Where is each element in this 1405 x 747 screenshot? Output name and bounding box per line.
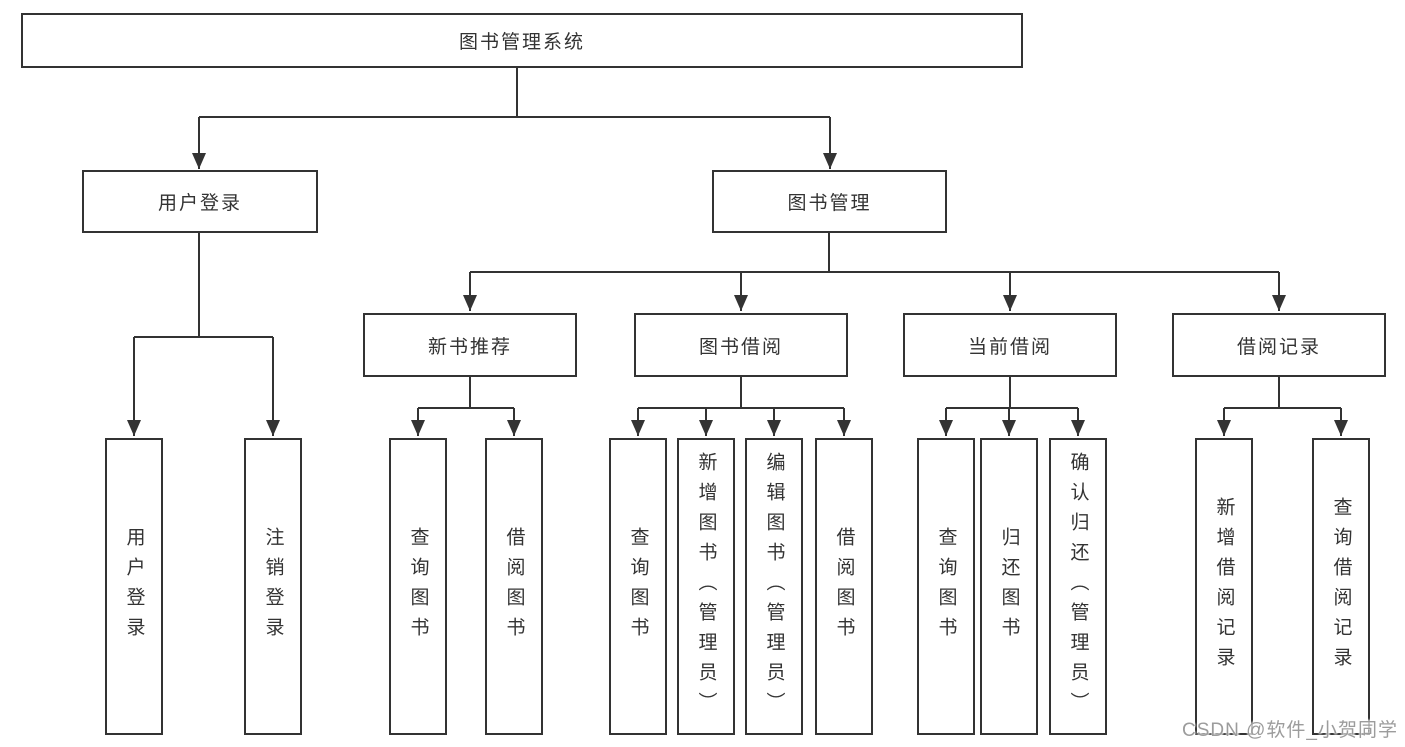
node-user-login: 用户登录 (82, 170, 318, 233)
node-book-borrow: 图书借阅 (634, 313, 848, 377)
leaf-edit-book-admin: 编辑图书（管理员） (745, 438, 803, 735)
node-book-management: 图书管理 (712, 170, 947, 233)
leaf-logout: 注销登录 (244, 438, 302, 735)
leaf-add-borrow-record: 新增借阅记录 (1195, 438, 1253, 735)
leaf-user-login: 用户登录 (105, 438, 163, 735)
leaf-query-borrow-record: 查询借阅记录 (1312, 438, 1370, 735)
leaf-confirm-return-admin: 确认归还（管理员） (1049, 438, 1107, 735)
node-borrow-records: 借阅记录 (1172, 313, 1386, 377)
leaf-add-book-admin: 新增图书（管理员） (677, 438, 735, 735)
node-new-book-recommend: 新书推荐 (363, 313, 577, 377)
watermark: CSDN @软件_小贺同学 (1182, 720, 1398, 741)
leaf-query-books-borrow: 查询图书 (609, 438, 667, 735)
leaf-query-books-recommend: 查询图书 (389, 438, 447, 735)
leaf-query-books-current: 查询图书 (917, 438, 975, 735)
leaf-return-book: 归还图书 (980, 438, 1038, 735)
leaf-borrow-books-recommend: 借阅图书 (485, 438, 543, 735)
leaf-borrow-books-borrow: 借阅图书 (815, 438, 873, 735)
node-current-borrow: 当前借阅 (903, 313, 1117, 377)
node-root: 图书管理系统 (21, 13, 1023, 68)
